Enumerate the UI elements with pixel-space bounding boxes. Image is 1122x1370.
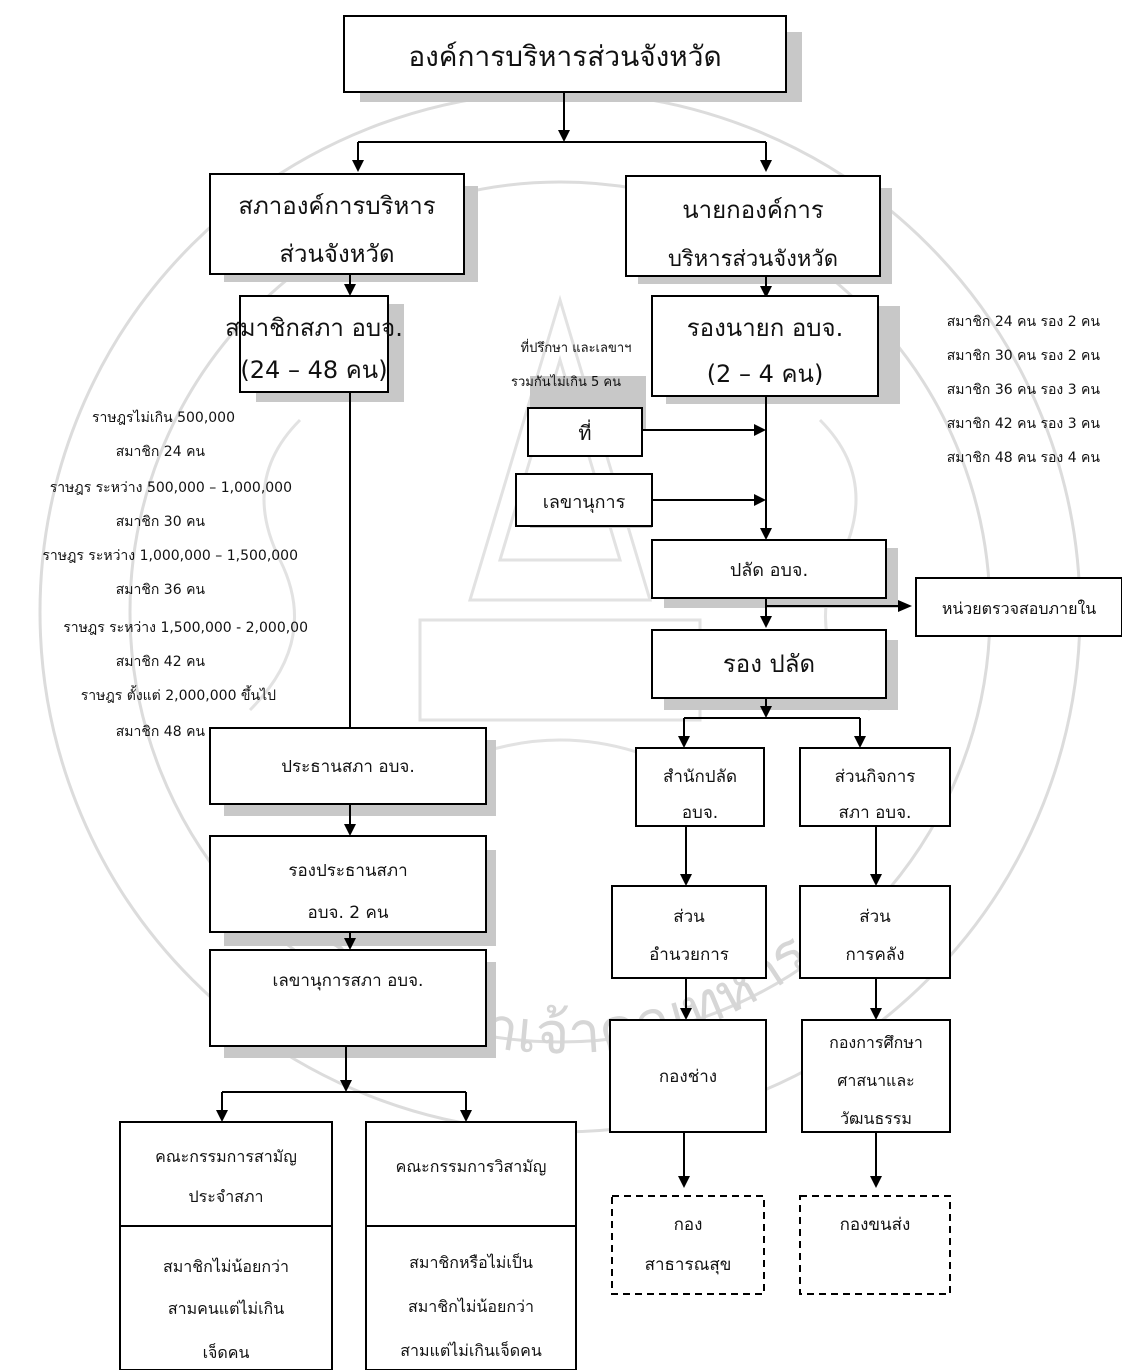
box-advisor [527, 407, 643, 457]
label-admin-div-1: ส่วน [673, 907, 705, 927]
label-adhoc-note-1: สมาชิกหรือไม่เป็น [409, 1252, 533, 1272]
label-standing-committee-1: คณะกรรมการสามัญ [155, 1147, 297, 1166]
note-advisor-2: รวมกันไม่เกิน 5 คน [511, 374, 621, 390]
note-population-3: ราษฎร ระหว่าง 500,000 – 1,000,000 [50, 480, 292, 496]
note-deputy-ratio-4: สมาชิก 42 คน รอง 3 คน [947, 416, 1101, 432]
note-advisor-1: ที่ปรึกษา และเลขาฯ [521, 339, 632, 356]
label-chief-2: บริหารส่วนจังหวัด [668, 247, 838, 272]
label-standing-note-2: สามคนแต่ไม่เกิน [168, 1299, 284, 1318]
box-council-secretary [209, 949, 487, 1047]
box-council [209, 173, 465, 275]
note-deputy-ratio-3: สมาชิก 36 คน รอง 3 คน [947, 382, 1101, 398]
box-deputy-chief [651, 295, 879, 397]
side-notes: ที่ปรึกษา และเลขาฯ รวมกันไม่เกิน 5 คน สม… [42, 314, 1100, 740]
label-admin-div-2: อำนวยการ [649, 945, 729, 965]
note-population-8: สมาชิก 42 คน [116, 654, 206, 670]
label-standing-note-1: สมาชิกไม่น้อยกว่า [163, 1257, 289, 1276]
label-advisor: ที่ [578, 419, 591, 445]
box-speaker [209, 727, 487, 805]
box-adhoc-committee [365, 1121, 577, 1370]
note-population-7: ราษฎร ระหว่าง 1,500,000 - 2,000,00 [63, 620, 308, 636]
note-population-6: สมาชิก 36 คน [116, 582, 206, 598]
label-deputy-chief-1: รองนายก อบจ. [687, 314, 843, 342]
label-transport: กองขนส่ง [840, 1215, 911, 1235]
label-deputy-permanent-secretary: รอง ปลัด [723, 650, 815, 678]
box-public-health [611, 1195, 765, 1295]
label-adhoc-note-2: สมาชิกไม่น้อยกว่า [408, 1297, 534, 1316]
label-education-1: กองการศึกษา [829, 1033, 923, 1052]
label-deputy-chief-2: (2 – 4 คน) [707, 360, 824, 388]
note-population-1: ราษฎรไม่เกิน 500,000 [92, 409, 235, 426]
label-pao: องค์การบริหารส่วนจังหวัด [408, 40, 721, 73]
box-deputy-speaker [209, 835, 487, 933]
box-standing-committee [119, 1121, 333, 1370]
label-secretary: เลขานุการ [543, 492, 626, 513]
note-population-9: ราษฎร ตั้งแต่ 2,000,000 ขึ้นไป [81, 685, 276, 704]
label-standing-committee-2: ประจำสภา [189, 1187, 264, 1206]
box-pao [343, 15, 787, 93]
label-council-affairs-2: สภา อบจ. [839, 803, 912, 823]
connectors [221, 91, 900, 1178]
label-speaker: ประธานสภา อบจ. [281, 757, 415, 777]
label-chief-1: นายกองค์การ [682, 196, 824, 224]
box-transport [799, 1195, 951, 1295]
box-labels: องค์การบริหารส่วนจังหวัด สภาองค์การบริหา… [155, 40, 1096, 1362]
label-internal-audit: หน่วยตรวจสอบภายใน [942, 599, 1096, 618]
box-engineering [609, 1019, 767, 1133]
box-chief-executive [625, 175, 881, 277]
label-council-affairs-1: ส่วนกิจการ [835, 767, 916, 787]
box-internal-audit [915, 577, 1122, 637]
box-council-affairs [799, 747, 951, 827]
label-adhoc-committee: คณะกรรมการวิสามัญ [396, 1157, 547, 1176]
label-council-secretary: เลขานุการสภา อบจ. [273, 971, 424, 991]
label-finance-div-2: การคลัง [845, 945, 904, 965]
note-population-10: สมาชิก 48 คน [116, 724, 206, 740]
label-education-2: ศาสนาและ [837, 1071, 915, 1090]
label-members-2: (24 – 48 คน) [240, 356, 387, 384]
label-finance-div-1: ส่วน [859, 907, 891, 927]
note-deputy-ratio-5: สมาชิก 48 คน รอง 4 คน [947, 450, 1101, 466]
box-admin-division [611, 885, 767, 979]
box-deputy-permanent-secretary [651, 629, 887, 699]
note-population-2: สมาชิก 24 คน [116, 444, 206, 460]
note-population-4: สมาชิก 30 คน [116, 514, 206, 530]
box-education [801, 1019, 951, 1133]
label-standing-note-3: เจ็ดคน [203, 1342, 250, 1362]
label-members-1: สมาชิกสภา อบจ. [225, 314, 403, 342]
note-deputy-ratio-1: สมาชิก 24 คน รอง 2 คน [947, 314, 1101, 330]
box-office-permanent-secretary [635, 747, 765, 827]
box-permanent-secretary [651, 539, 887, 599]
label-adhoc-note-3: สามแต่ไม่เกินเจ็ดคน [400, 1340, 542, 1360]
label-engineering: กองช่าง [659, 1067, 717, 1087]
box-secretary [515, 473, 653, 527]
box-council-members [239, 295, 389, 393]
boxes [119, 15, 1122, 1370]
label-public-health-1: กอง [674, 1215, 703, 1235]
label-education-3: วัฒนธรรม [840, 1109, 912, 1128]
label-deputy-speaker-1: รองประธานสภา [288, 861, 407, 881]
label-permanent-secretary: ปลัด อบจ. [730, 560, 808, 581]
box-finance-division [799, 885, 951, 979]
label-council-1: สภาองค์การบริหาร [238, 192, 435, 220]
note-population-5: ราษฎร ระหว่าง 1,000,000 – 1,500,000 [42, 548, 298, 564]
label-deputy-speaker-2: อบจ. 2 คน [308, 903, 389, 923]
note-deputy-ratio-2: สมาชิก 30 คน รอง 2 คน [947, 348, 1101, 364]
label-office-ps-1: สำนักปลัด [663, 767, 737, 787]
label-office-ps-2: อบจ. [682, 803, 718, 823]
label-public-health-2: สาธารณสุข [645, 1255, 732, 1275]
label-council-2: ส่วนจังหวัด [279, 240, 394, 268]
